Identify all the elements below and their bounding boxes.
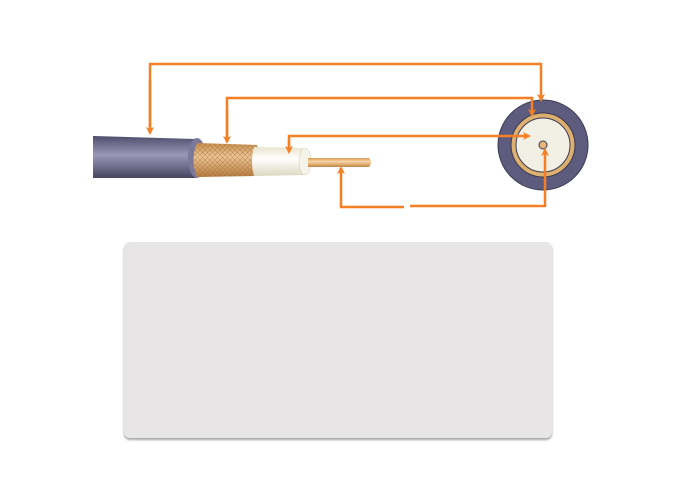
insulator-arrow	[287, 132, 531, 151]
dielectric-insulator	[252, 147, 308, 176]
cable-side-view	[93, 136, 371, 178]
center-conductor	[308, 158, 371, 167]
cross-section-conductor	[538, 140, 548, 150]
conductor-arrow-right	[410, 148, 549, 208]
connector-arrows	[146, 62, 549, 209]
outer-jacket	[93, 136, 201, 178]
shield-arrow	[225, 96, 536, 141]
cable-cross-section	[497, 99, 589, 191]
conductor-arrow	[337, 166, 404, 209]
info-panel	[124, 242, 552, 438]
